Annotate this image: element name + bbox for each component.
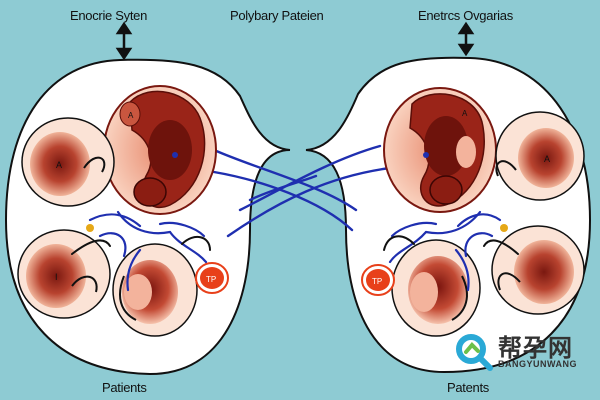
magnifier-logo-icon — [456, 334, 493, 371]
left-cell-bottom — [17, 229, 111, 319]
arrow-right — [457, 21, 475, 57]
title-center: Polybary Pateien — [230, 8, 324, 23]
organ-marker-left: A — [128, 111, 134, 120]
cell-marker-right: A — [544, 154, 550, 164]
watermark: 帮孕网 BANGYUNWANG — [454, 328, 582, 376]
crossing-vessels — [212, 144, 392, 238]
right-gland-dot — [500, 224, 508, 232]
arrow-left — [115, 21, 133, 61]
caption-left: Patients — [102, 380, 147, 395]
right-cell-top — [495, 111, 585, 201]
cell-marker-left-top: A — [56, 160, 62, 170]
right-central-organ — [383, 87, 497, 213]
left-organ-bottom — [112, 243, 198, 337]
cell-marker-left-bottom: I — [55, 272, 58, 282]
title-right: Enetrcs Ovgarias — [418, 8, 513, 23]
left-ducts — [71, 235, 211, 255]
badge-text-right: TP — [372, 277, 382, 286]
right-cell-bottom — [491, 225, 585, 315]
right-ducts — [383, 235, 519, 255]
left-vessels — [88, 210, 208, 292]
right-organ-bottom — [391, 239, 481, 337]
badge-text-left: TP — [206, 275, 216, 284]
watermark-chinese: 帮孕网 — [498, 334, 573, 362]
watermark-latin: BANGYUNWANG — [498, 359, 577, 369]
left-gland-dot — [86, 224, 94, 232]
title-left: Enocrie Syten — [70, 8, 148, 23]
left-badge — [195, 262, 229, 294]
right-badge — [361, 264, 395, 296]
left-central-organ — [103, 85, 217, 215]
caption-right: Patents — [447, 380, 489, 395]
organ-marker-right: A — [462, 109, 468, 118]
left-cell-top — [21, 117, 115, 207]
right-vessels — [388, 210, 502, 292]
